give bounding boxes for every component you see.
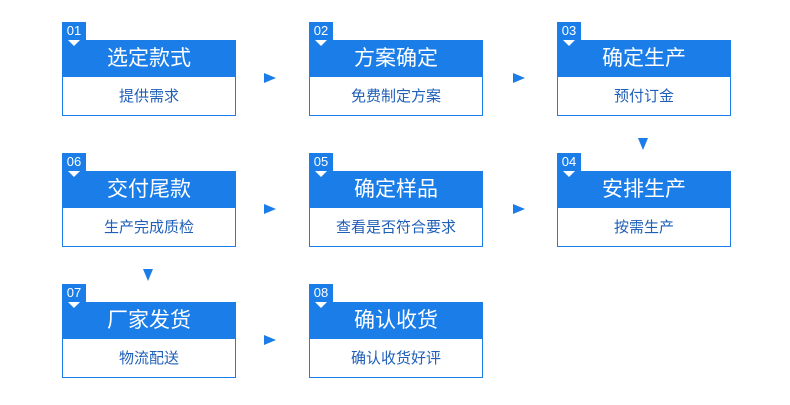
step-05: 05 确定样品 查看是否符合要求: [309, 153, 483, 247]
step-number: 04: [557, 153, 581, 171]
arrow-right-icon: [264, 204, 276, 214]
step-01: 01 选定款式 提供需求: [62, 22, 236, 116]
notch-icon: [563, 171, 575, 177]
step-description: 提供需求: [62, 77, 236, 116]
step-title: 选定款式: [62, 40, 236, 77]
step-description: 确认收货好评: [309, 339, 483, 378]
step-03: 03 确定生产 预付订金: [557, 22, 731, 116]
step-description: 物流配送: [62, 339, 236, 378]
step-04: 04 安排生产 按需生产: [557, 153, 731, 247]
step-02: 02 方案确定 免费制定方案: [309, 22, 483, 116]
step-title: 方案确定: [309, 40, 483, 77]
notch-icon: [315, 40, 327, 46]
notch-icon: [315, 171, 327, 177]
step-number: 07: [62, 284, 86, 302]
step-number: 02: [309, 22, 333, 40]
notch-icon: [68, 302, 80, 308]
step-description: 查看是否符合要求: [309, 208, 483, 247]
step-title: 确认收货: [309, 302, 483, 339]
step-07: 07 厂家发货 物流配送: [62, 284, 236, 378]
notch-icon: [315, 302, 327, 308]
step-title: 交付尾款: [62, 171, 236, 208]
arrow-right-icon: [264, 335, 276, 345]
step-number: 05: [309, 153, 333, 171]
arrow-right-icon: [513, 73, 525, 83]
step-description: 按需生产: [557, 208, 731, 247]
step-description: 生产完成质检: [62, 208, 236, 247]
step-number: 01: [62, 22, 86, 40]
step-title: 厂家发货: [62, 302, 236, 339]
notch-icon: [68, 40, 80, 46]
step-title: 安排生产: [557, 171, 731, 208]
step-number: 08: [309, 284, 333, 302]
arrow-down-icon: [638, 138, 648, 150]
step-title: 确定生产: [557, 40, 731, 77]
step-number: 03: [557, 22, 581, 40]
arrow-right-icon: [264, 73, 276, 83]
step-description: 免费制定方案: [309, 77, 483, 116]
arrow-right-icon: [513, 204, 525, 214]
step-description: 预付订金: [557, 77, 731, 116]
step-06: 06 交付尾款 生产完成质检: [62, 153, 236, 247]
notch-icon: [68, 171, 80, 177]
step-title: 确定样品: [309, 171, 483, 208]
step-08: 08 确认收货 确认收货好评: [309, 284, 483, 378]
notch-icon: [563, 40, 575, 46]
arrow-down-icon: [143, 269, 153, 281]
step-number: 06: [62, 153, 86, 171]
